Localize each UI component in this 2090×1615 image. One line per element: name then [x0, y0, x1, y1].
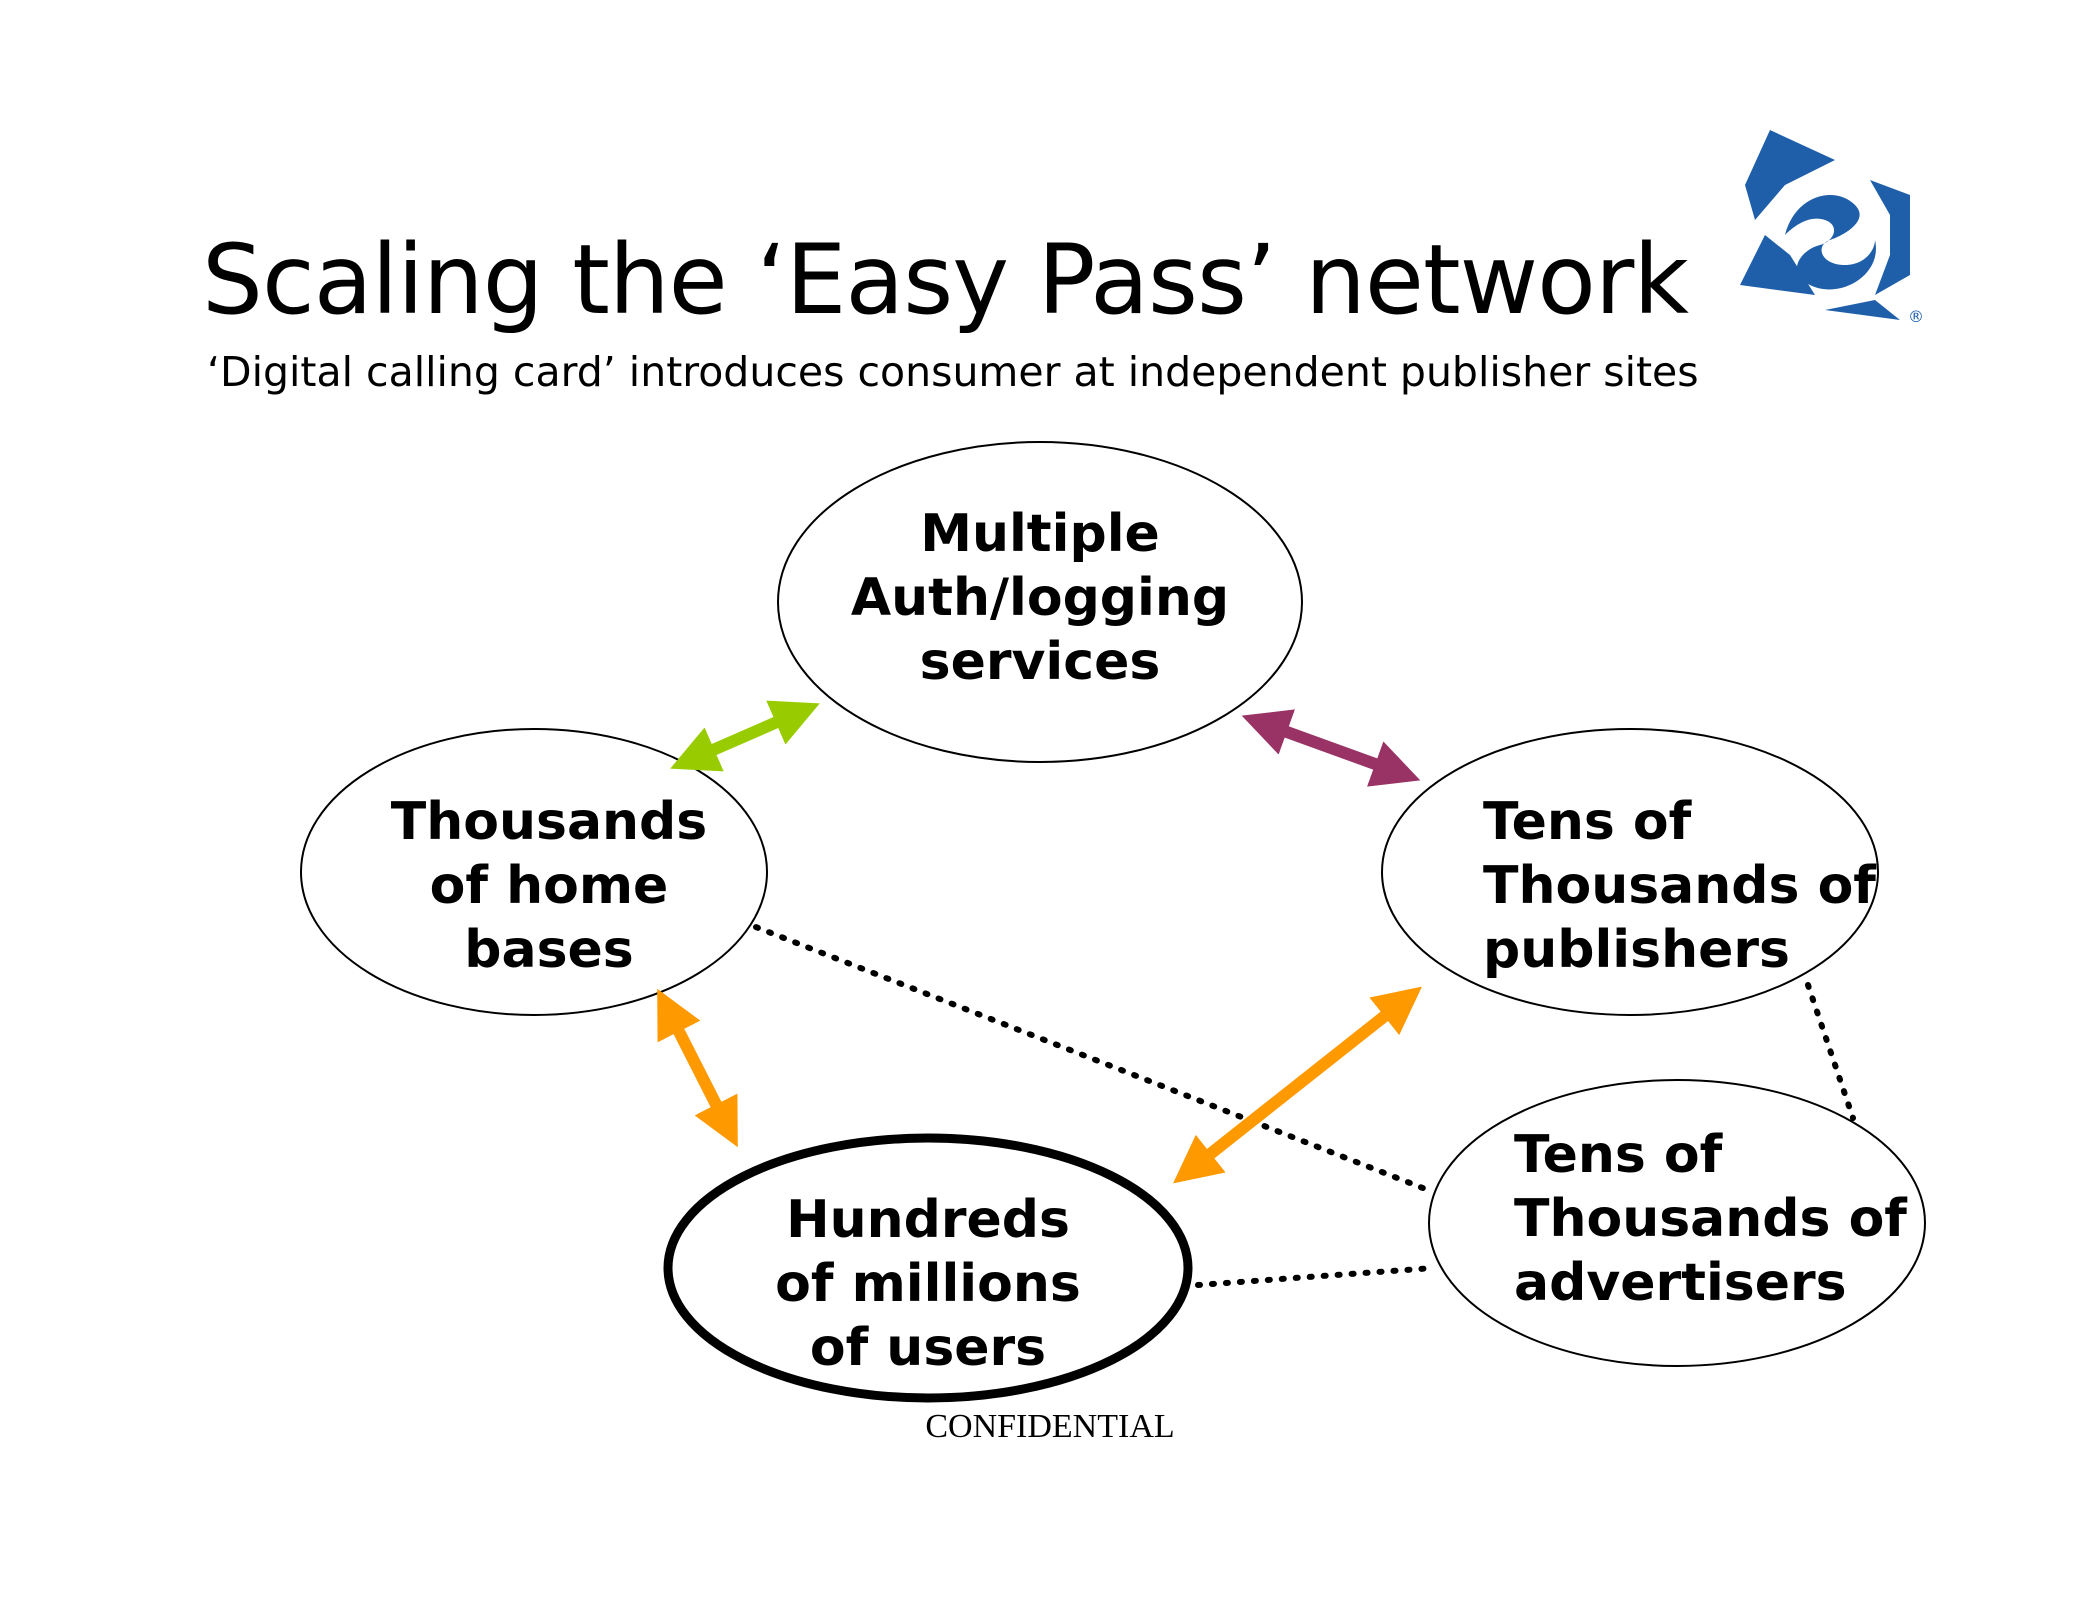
dotted-link-publishers-advertisers: [1805, 982, 1856, 1121]
node-advertisers-ellipse: [1428, 1079, 1926, 1367]
node-home-ellipse: [300, 728, 768, 1016]
dotted-link-users-advertisers: [1195, 1265, 1436, 1288]
logo-registered-mark: ®: [1908, 307, 1924, 326]
node-auth-ellipse: [777, 441, 1303, 763]
logo-wing-right: [1870, 180, 1910, 295]
logo-swirl: [1785, 195, 1876, 290]
page-title: Scaling the ‘Easy Pass’ network: [202, 224, 1689, 336]
logo-wing-bottom: [1825, 300, 1900, 320]
confidential-footer: CONFIDENTIAL: [925, 1408, 1175, 1445]
node-users-label: Hundreds of millions of users: [775, 1190, 1081, 1378]
arrow-home-auth: [670, 700, 820, 772]
node-users-ellipse: [663, 1133, 1193, 1403]
swirl-logo-icon: ®: [1740, 130, 1924, 326]
node-home-label: Thousands of home bases: [390, 792, 708, 980]
node-advertisers-label: Tens of Thousands of advertisers: [1514, 1125, 1907, 1313]
arrow-auth-publishers: [1241, 709, 1421, 787]
node-auth-label: Multiple Auth/logging services: [850, 504, 1230, 692]
arrow-home-users: [657, 988, 738, 1148]
node-publishers-ellipse: [1381, 728, 1879, 1016]
arrow-publishers-users: [1173, 986, 1422, 1184]
logo-wing-top: [1745, 130, 1835, 220]
node-publishers-label: Tens of Thousands of publishers: [1483, 792, 1876, 980]
page-subtitle: ‘Digital calling card’ introduces consum…: [207, 348, 1699, 396]
logo-wing-left: [1740, 235, 1815, 295]
